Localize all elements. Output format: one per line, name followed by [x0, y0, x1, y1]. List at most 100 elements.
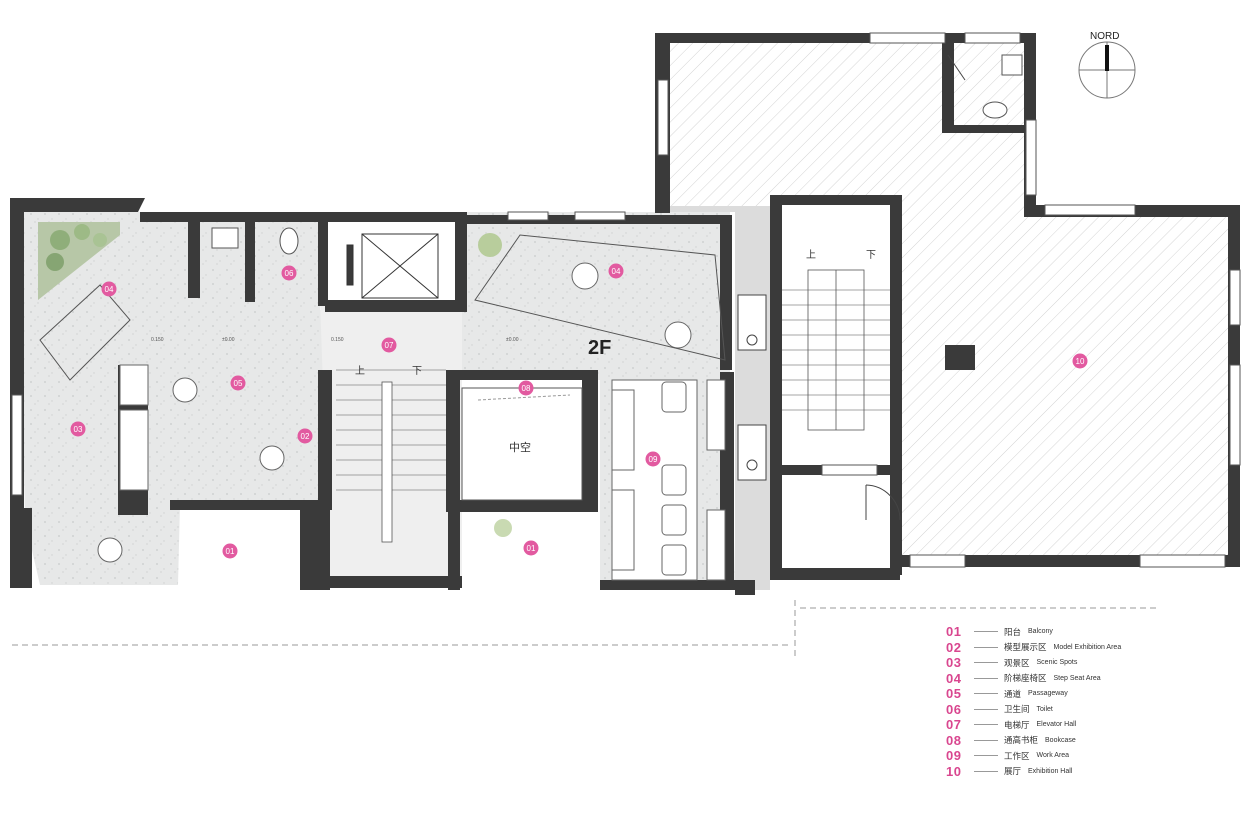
legend-row: 03 观景区 Scenic Spots	[946, 655, 1166, 671]
north-label: NORD	[1090, 31, 1119, 42]
room-badge-04: 04	[101, 281, 117, 297]
legend-label-en: Work Area	[1036, 752, 1070, 760]
room-badge-06: 06	[281, 265, 297, 281]
legend-label-en: Model Exhibition Area	[1053, 643, 1122, 651]
badge-number: 01	[527, 544, 536, 553]
legend-number: 09	[946, 748, 962, 764]
toilet-fixtures	[211, 54, 1023, 255]
room-badge-03: 03	[70, 421, 86, 437]
badge-circle	[297, 428, 313, 444]
legend-leader-line	[974, 724, 998, 726]
legend-label-zh: 展厅	[1004, 767, 1022, 778]
elevator	[346, 233, 439, 299]
legend-label-zh: 通高书柜	[1004, 736, 1039, 747]
badge-circle	[608, 263, 624, 279]
legend-label-zh: 电梯厅	[1004, 720, 1030, 731]
stair-up-label: 上	[806, 249, 816, 261]
badge-number: 04	[612, 267, 621, 276]
stair-up-label: 上	[355, 365, 365, 377]
legend-number: 01	[946, 624, 962, 640]
legend-leader-line	[974, 755, 998, 757]
stair-down-label: 下	[866, 250, 876, 261]
badge-circle	[518, 380, 534, 396]
legend-label-zh: 观景区	[1004, 658, 1030, 669]
room-badge-04: 04	[608, 263, 624, 279]
windows	[11, 32, 1241, 568]
stair-down-label: 下	[412, 366, 422, 377]
badge-number: 06	[285, 269, 294, 278]
badge-circle	[523, 540, 539, 556]
legend-leader-line	[974, 631, 998, 633]
legend-number: 05	[946, 686, 962, 702]
legend-label-en: Scenic Spots	[1036, 659, 1078, 667]
badge-number: 09	[649, 455, 658, 464]
stair-right	[782, 269, 890, 431]
room-badge-05: 05	[230, 375, 246, 391]
room-badge-10: 10	[1072, 353, 1088, 369]
room-badges: 01 01 02 03 04 04 05 06 07 08 09 10	[70, 263, 1088, 559]
badge-number: 05	[234, 379, 243, 388]
legend-leader-line	[974, 677, 998, 679]
badge-number: 01	[226, 547, 235, 556]
legend-leader-line	[974, 693, 998, 695]
legend-label-zh: 模型展示区	[1004, 643, 1047, 654]
legend-leader-line	[974, 646, 998, 648]
stair-left	[336, 369, 446, 543]
badge-number: 10	[1076, 357, 1085, 366]
badge-circle	[645, 451, 661, 467]
legend-label-zh: 阳台	[1004, 627, 1022, 638]
legend-number: 06	[946, 701, 962, 717]
legend-number: 03	[946, 655, 962, 671]
legend-label-zh: 阶梯座椅区	[1004, 674, 1047, 685]
badge-number: 07	[385, 341, 394, 350]
badge-circle	[381, 337, 397, 353]
level-mark: 0.150	[151, 337, 164, 343]
legend-row: 01 阳台 Balcony	[946, 624, 1166, 640]
room-badge-02: 02	[297, 428, 313, 444]
north-arrow: NORD	[1078, 31, 1136, 99]
legend-leader-line	[974, 708, 998, 710]
legend-number: 02	[946, 639, 962, 655]
legend-number: 04	[946, 670, 962, 686]
legend-label-en: Bookcase	[1045, 736, 1076, 744]
legend-label-en: Passageway	[1028, 690, 1068, 698]
floor-label: 2F	[588, 337, 611, 359]
room-badge-07: 07	[381, 337, 397, 353]
badge-circle	[281, 265, 297, 281]
room-badge-01: 01	[523, 540, 539, 556]
badge-circle	[101, 281, 117, 297]
room-badge-08: 08	[518, 380, 534, 396]
badge-circle	[230, 375, 246, 391]
legend-label-en: Exhibition Hall	[1028, 767, 1073, 775]
badge-number: 02	[301, 432, 310, 441]
legend-leader-line	[974, 770, 998, 772]
void	[461, 387, 583, 501]
legend-row: 10 展厅 Exhibition Hall	[946, 764, 1166, 780]
badge-circle	[1072, 353, 1088, 369]
legend-label-en: Elevator Hall	[1036, 721, 1077, 729]
furniture	[39, 234, 726, 581]
legend-label-en: Toilet	[1036, 705, 1053, 713]
room-badge-09: 09	[645, 451, 661, 467]
badge-number: 04	[105, 285, 114, 294]
legend-label-zh: 卫生间	[1004, 705, 1030, 716]
legend-label-en: Balcony	[1028, 628, 1053, 636]
level-mark: ±0.00	[506, 337, 519, 343]
void-label: 中空	[509, 440, 531, 454]
level-mark: ±0.00	[222, 337, 235, 343]
legend-number: 10	[946, 763, 962, 779]
badge-circle	[70, 421, 86, 437]
doors	[865, 54, 966, 521]
legend-leader-line	[974, 662, 998, 664]
legend: 01 阳台 Balcony 02 模型展示区 Model Exhibition Area 0…	[946, 624, 1166, 779]
badge-number: 03	[74, 425, 83, 434]
badge-circle	[222, 543, 238, 559]
room-badge-01: 01	[222, 543, 238, 559]
outline-dashes	[12, 600, 1160, 660]
legend-leader-line	[974, 739, 998, 741]
